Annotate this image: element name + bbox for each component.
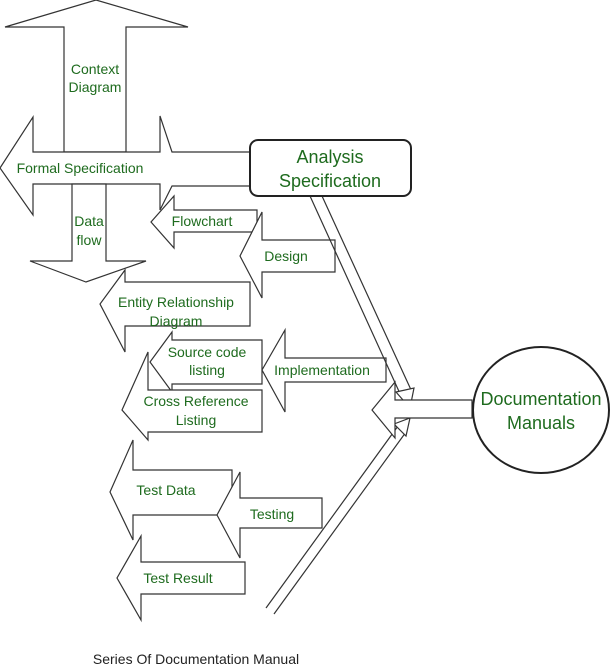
flowchart-label: Flowchart: [172, 213, 233, 229]
cross-reference-label-line2: Listing: [176, 412, 216, 428]
data-flow-label-line2: flow: [77, 232, 103, 248]
data-flow-arrow: [29, 183, 147, 283]
implementation-arrow: [261, 327, 387, 413]
diagram-caption: Series Of Documentation Manual: [93, 651, 299, 667]
test-result-label: Test Result: [143, 570, 212, 586]
context-label-line1: Context: [71, 61, 119, 77]
analysis-label-line1: Analysis: [296, 147, 363, 167]
test-to-documentation-connector: [265, 417, 411, 615]
cross-reference-label-line1: Cross Reference: [143, 393, 248, 409]
design-arrow: [239, 211, 336, 299]
erd-arrow: [99, 268, 251, 353]
analysis-to-documentation-connector: [309, 195, 415, 410]
analysis-specification-node: [249, 139, 412, 197]
implementation-label: Implementation: [274, 362, 370, 378]
data-flow-label-line1: Data: [74, 213, 104, 229]
erd-label-line1: Entity Relationship: [118, 294, 234, 310]
formal-specification-label: Formal Specification: [17, 160, 144, 176]
design-label: Design: [264, 248, 308, 264]
testing-arrow: [216, 471, 323, 559]
test-data-label: Test Data: [136, 482, 195, 498]
context-diagram-arrow: [4, 0, 189, 153]
source-code-arrow: [149, 330, 263, 394]
analysis-label-line2: Specification: [279, 171, 381, 191]
documentation-manuals-arrow: [371, 380, 473, 440]
documentation-label-line2: Manuals: [507, 413, 575, 433]
test-result-arrow: [116, 533, 246, 623]
source-code-label-line2: listing: [189, 362, 225, 378]
documentation-manuals-node: [472, 346, 610, 474]
test-data-arrow: [109, 439, 233, 541]
testing-label: Testing: [250, 506, 294, 522]
documentation-label-line1: Documentation: [480, 389, 601, 409]
context-label-line2: Diagram: [69, 79, 122, 95]
flowchart-arrow: [150, 194, 258, 250]
erd-label-line2: Diagram: [150, 313, 203, 329]
source-code-label-line1: Source code: [168, 344, 247, 360]
formal-specification-arrow: [0, 114, 251, 217]
cross-reference-arrow: [121, 351, 263, 442]
